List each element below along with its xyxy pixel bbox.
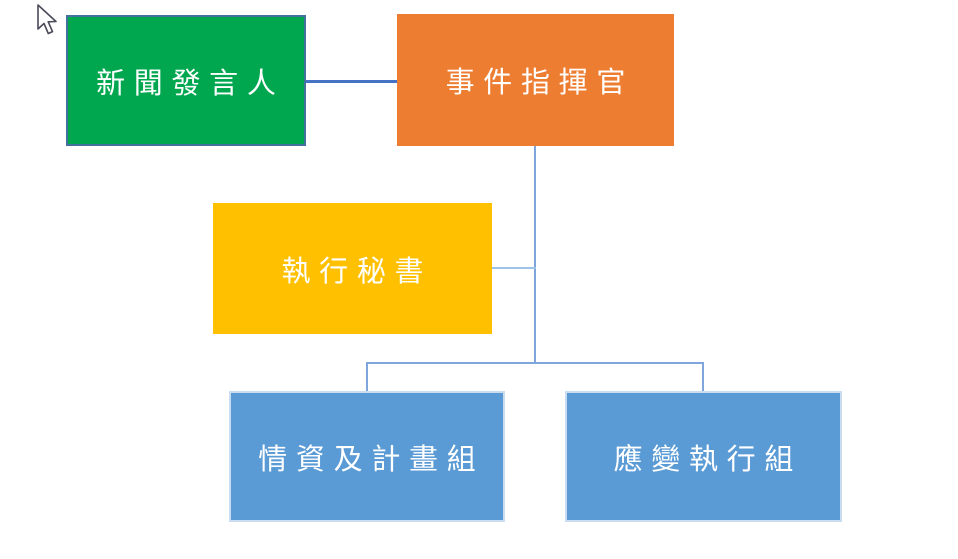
connector-subgroup-bar — [366, 362, 704, 364]
node-incident-commander[interactable]: 事件指揮官 — [397, 14, 674, 146]
connector-spokesperson-commander — [306, 80, 397, 83]
node-intel-planning-group[interactable]: 情資及計畫組 — [229, 391, 505, 522]
connector-intel-drop — [366, 362, 368, 391]
connector-secretary-horizontal — [492, 267, 536, 269]
node-intel-planning-group-label: 情資及計畫組 — [258, 443, 485, 476]
node-response-execution-group-label: 應變執行組 — [613, 443, 803, 476]
mouse-cursor-icon — [37, 4, 57, 35]
node-executive-secretary[interactable]: 執行秘書 — [213, 203, 492, 334]
connector-response-drop — [702, 362, 704, 391]
node-news-spokesperson-label: 新聞發言人 — [96, 67, 285, 100]
node-executive-secretary-label: 執行秘書 — [281, 255, 433, 288]
node-response-execution-group[interactable]: 應變執行組 — [565, 391, 842, 522]
connector-commander-vertical — [534, 146, 536, 363]
node-incident-commander-label: 事件指揮官 — [445, 67, 635, 99]
node-news-spokesperson[interactable]: 新聞發言人 — [66, 15, 306, 146]
